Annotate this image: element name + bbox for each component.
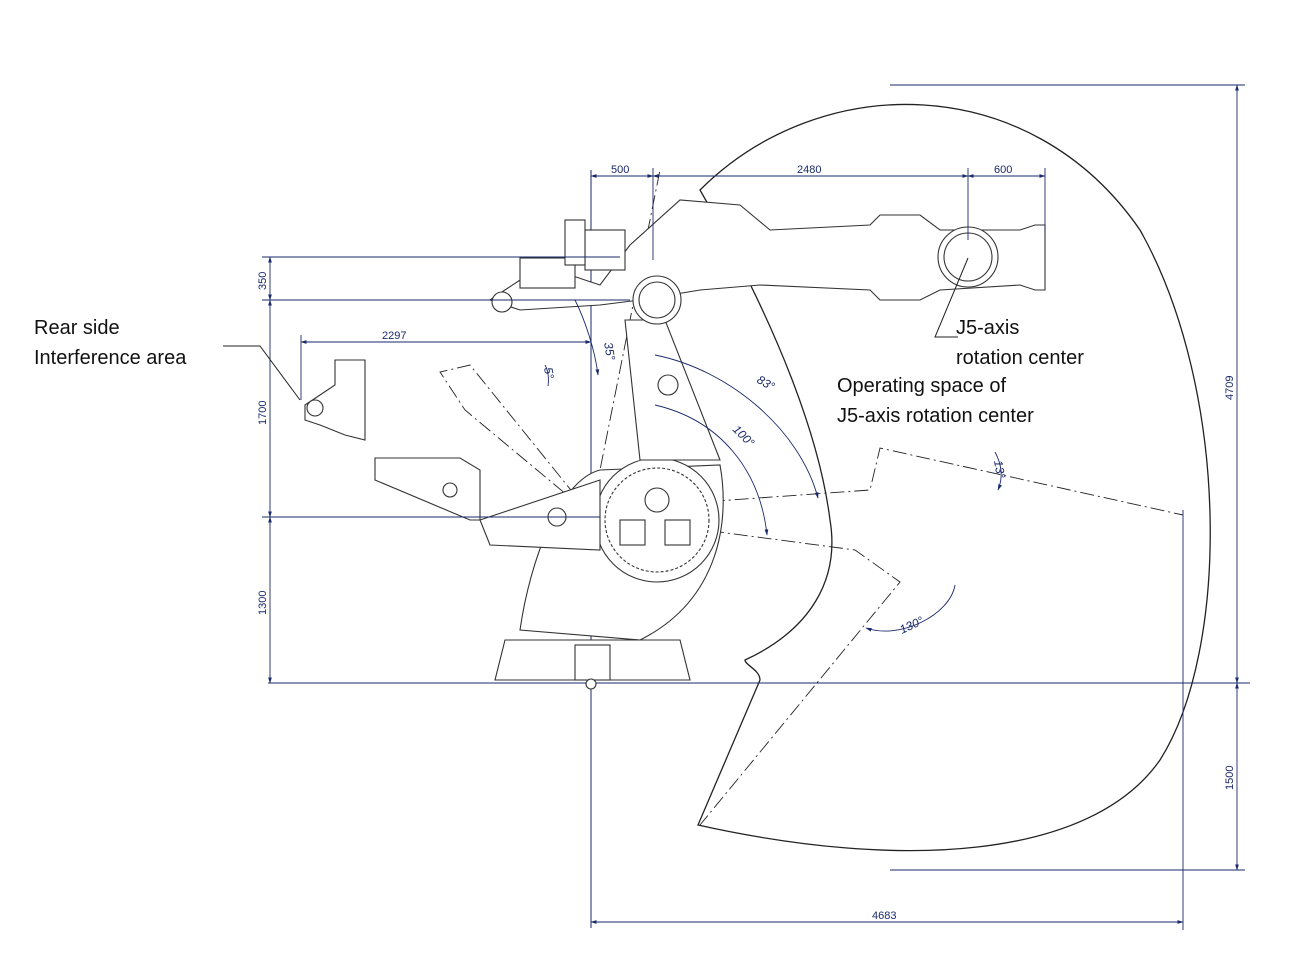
angle-arcs xyxy=(544,299,1002,632)
j5-line1: J5-axis xyxy=(956,317,1020,339)
angle-130: 130° xyxy=(897,613,926,636)
angle-13: 13° xyxy=(991,459,1008,479)
dim-1700: 1700 xyxy=(257,401,269,425)
dim-2480: 2480 xyxy=(797,164,821,176)
op-line1: Operating space of xyxy=(837,375,1006,397)
operating-envelope xyxy=(697,103,1211,852)
dim-1300: 1300 xyxy=(257,591,269,615)
robot-body xyxy=(304,199,1046,690)
dimensions xyxy=(262,84,1245,930)
dimension-labels: 500 2480 600 2297 4683 350 1700 1300 470… xyxy=(257,164,1236,922)
chain-lines xyxy=(439,169,1184,826)
leader-lines xyxy=(223,257,969,401)
dim-600: 600 xyxy=(994,164,1012,176)
dim-1500: 1500 xyxy=(1224,766,1236,790)
dim-350: 350 xyxy=(257,272,269,290)
op-line2: J5-axis rotation center xyxy=(837,405,1034,427)
dim-2297: 2297 xyxy=(382,330,406,342)
angle-35: 35° xyxy=(601,341,618,361)
rear-side-line2: Interference area xyxy=(34,347,187,369)
angle-100: 100° xyxy=(730,422,758,450)
dim-4709: 4709 xyxy=(1224,376,1236,400)
dim-500: 500 xyxy=(611,164,629,176)
rear-side-line1: Rear side xyxy=(34,317,120,339)
dim-4683: 4683 xyxy=(872,910,896,922)
angle-83: 83° xyxy=(755,372,778,393)
angle-5: 5° xyxy=(541,366,557,380)
operating-space-label: Operating space of J5-axis rotation cent… xyxy=(837,371,1034,431)
j5-line2: rotation center xyxy=(956,347,1084,369)
j5-center-label: J5-axis rotation center xyxy=(956,313,1084,373)
rear-side-label: Rear side Interference area xyxy=(34,313,186,373)
